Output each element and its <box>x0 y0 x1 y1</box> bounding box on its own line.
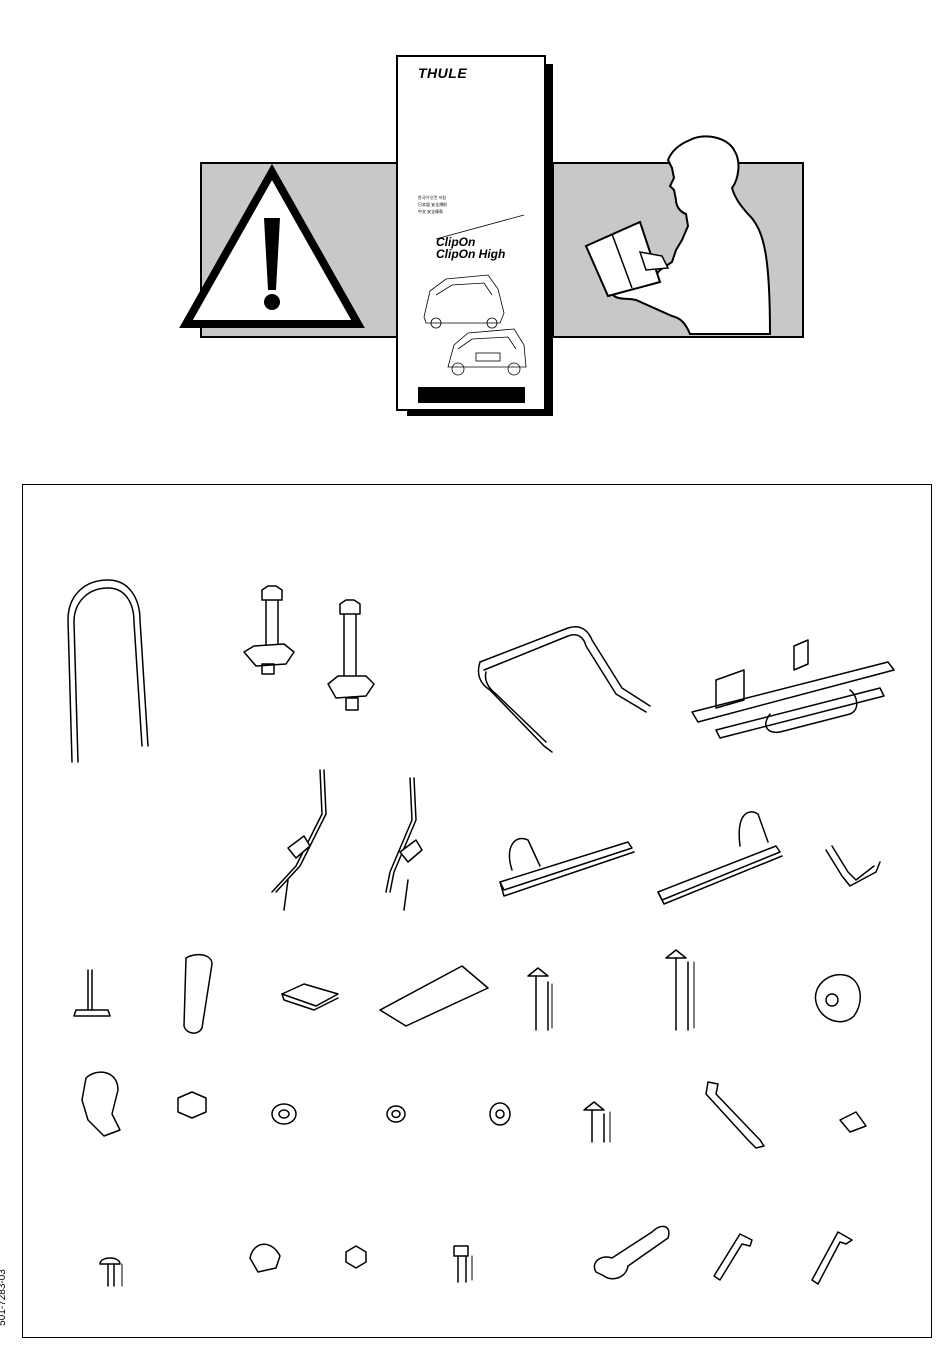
rail-assembly-part <box>692 640 894 738</box>
nut-part <box>178 1092 206 1118</box>
u-frame-part <box>68 580 148 762</box>
bolt-long-part <box>666 950 688 1030</box>
carriage-bolt-part <box>100 1258 120 1286</box>
adhesive-pad-part <box>282 984 338 1010</box>
wheel-holder-part <box>244 586 374 710</box>
dimension-markers <box>122 962 694 1286</box>
washer-part <box>272 1103 510 1125</box>
knob-part <box>82 1072 120 1136</box>
document-number: 501-7283-03 <box>0 1269 8 1326</box>
t-bolt-part <box>74 970 110 1016</box>
side-arm-part <box>272 770 422 910</box>
wrench-part <box>594 1226 669 1278</box>
clip-part <box>840 1112 866 1132</box>
allen-bolt-part <box>454 1246 468 1282</box>
strap-tool-part <box>706 1082 764 1148</box>
small-nut-part <box>346 1246 366 1268</box>
small-knob-part <box>250 1244 280 1272</box>
bolt-short-part <box>528 968 548 1030</box>
bent-frame-part <box>478 627 650 752</box>
rubber-sheet-part <box>380 966 488 1026</box>
knob-cap-part <box>815 975 860 1022</box>
bolt-small-part <box>584 1102 604 1142</box>
wheel-tray-part <box>500 812 782 904</box>
clamp-bar-part <box>184 955 212 1033</box>
small-bracket-part <box>826 846 880 886</box>
hex-key-part <box>714 1232 852 1284</box>
